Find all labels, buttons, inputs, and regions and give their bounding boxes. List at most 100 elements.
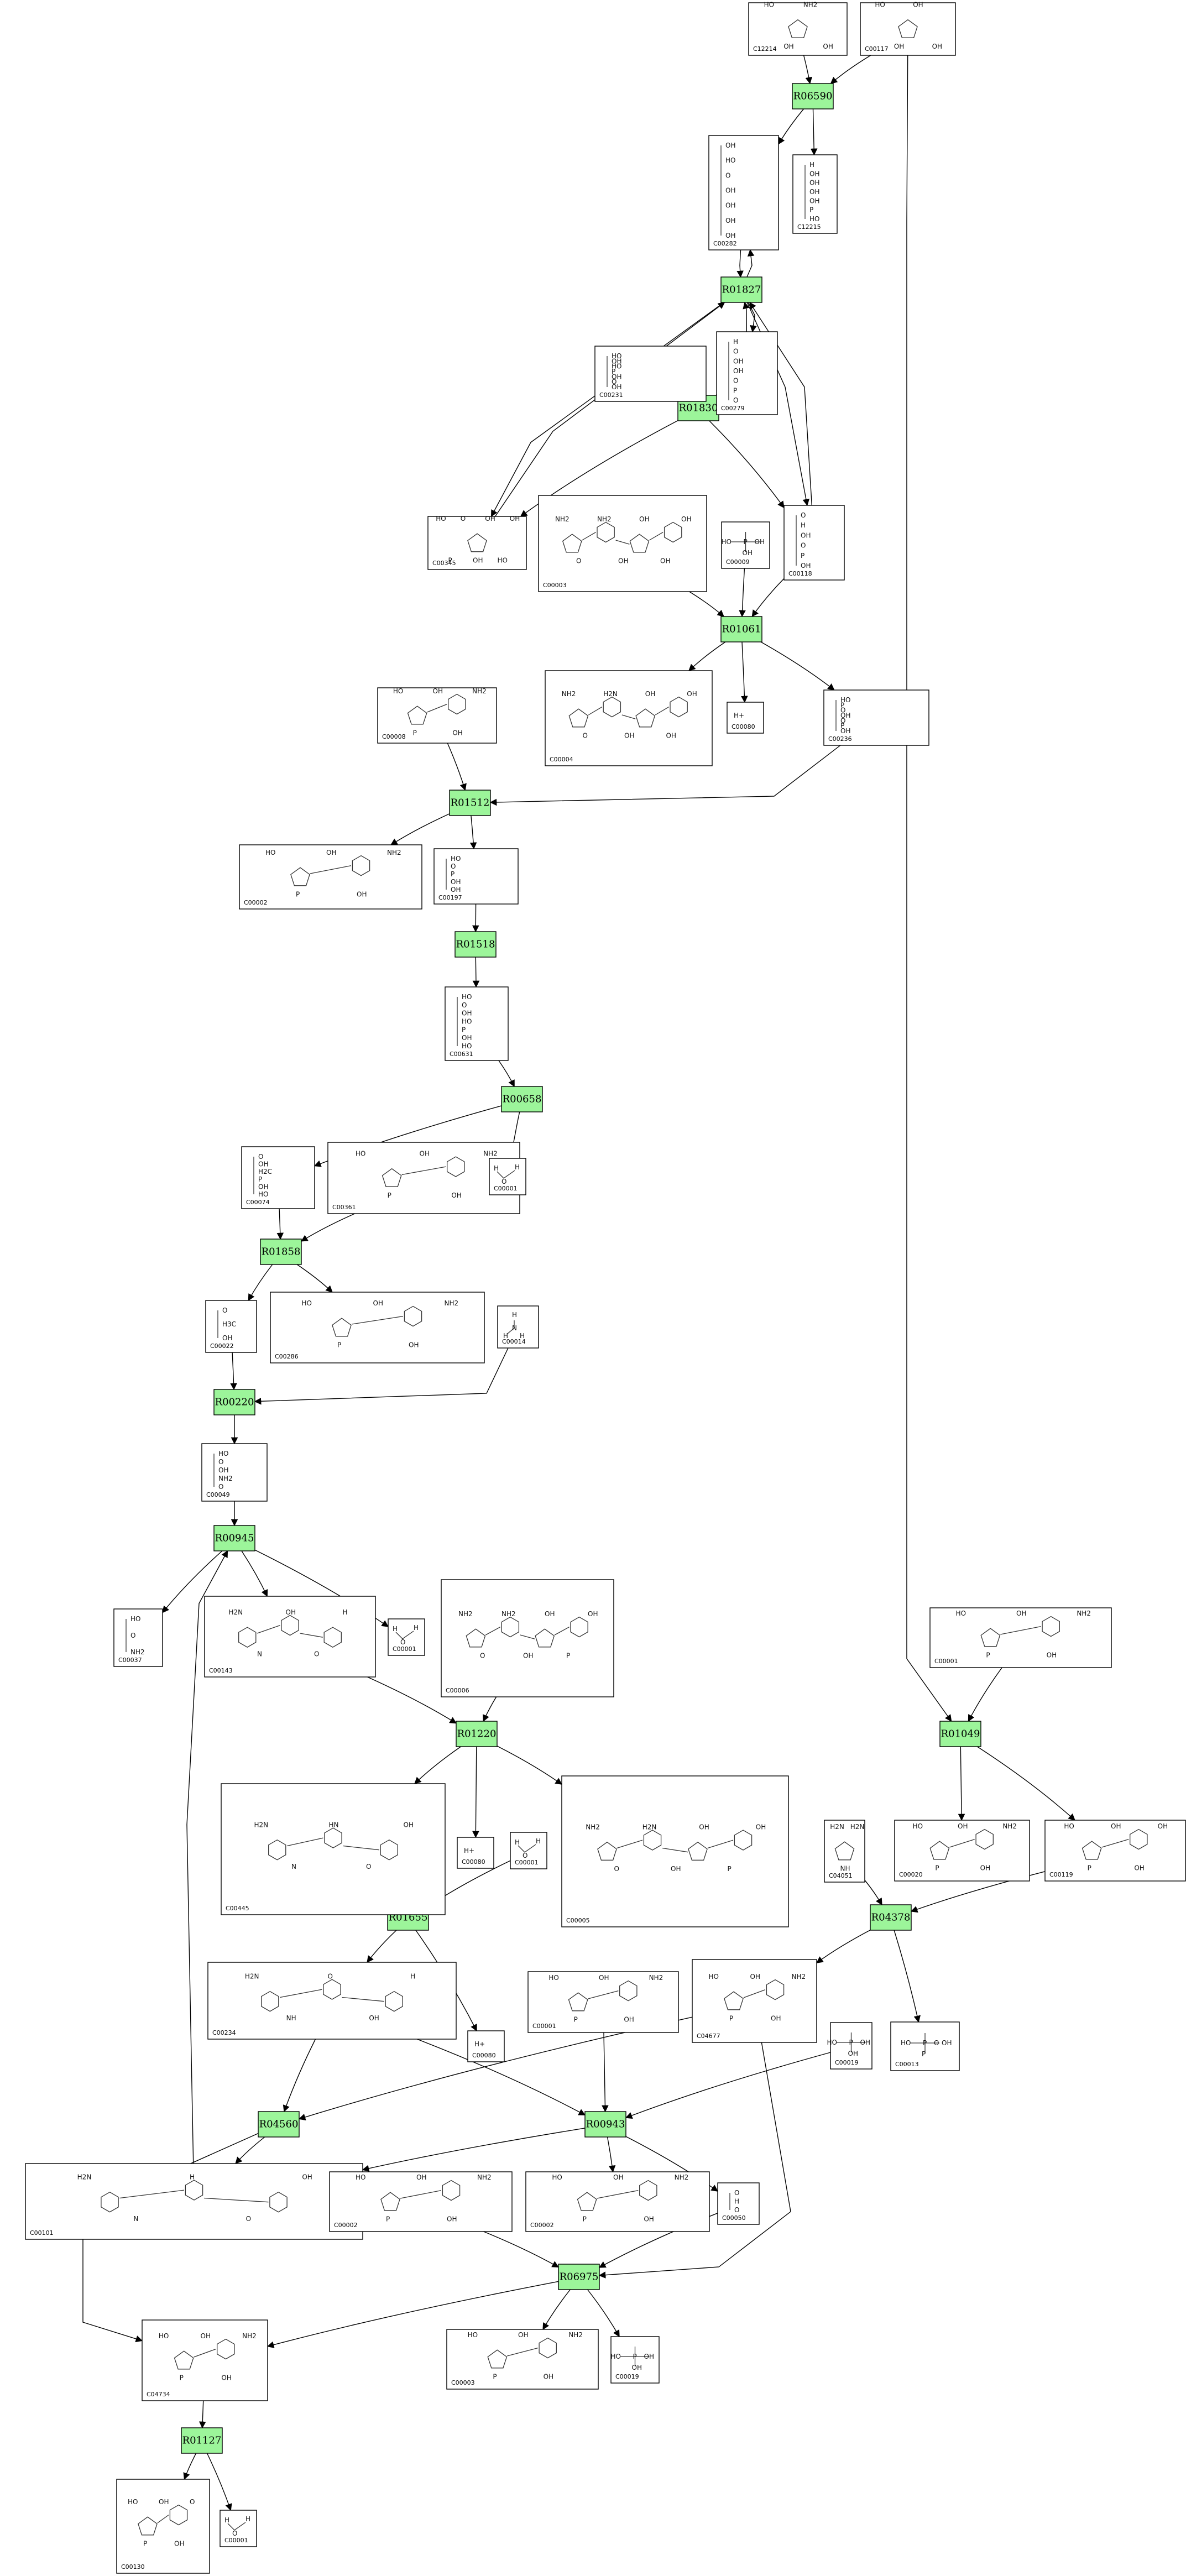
atom-label: N [133, 2215, 138, 2223]
edge-c00009-to-R01061 [739, 568, 746, 618]
atom-label: OH [452, 729, 462, 736]
reaction-r01518[interactable]: R01518 [454, 931, 497, 958]
reaction-r04560[interactable]: R04560 [258, 2111, 300, 2138]
reaction-r06590[interactable]: R06590 [792, 83, 834, 109]
atom-label: OH [302, 2173, 312, 2181]
reaction-r01061[interactable]: R01061 [720, 616, 762, 642]
atom-label: P [809, 206, 813, 214]
reaction-r06975[interactable]: R06975 [558, 2264, 600, 2290]
atom-label: P [143, 2540, 147, 2547]
reaction-r00220[interactable]: R00220 [213, 1389, 255, 1415]
atom-label: OH [485, 515, 495, 522]
atom-label: OH [894, 43, 904, 50]
compound-id: C00345 [432, 560, 456, 567]
compound-id: C00014 [502, 1338, 526, 1345]
compound-c00080[interactable]: H+C00080 [467, 2030, 505, 2062]
atom-label: NH2 [472, 687, 487, 695]
compound-id: C00002 [244, 899, 268, 906]
atom-label: OH [743, 549, 753, 557]
atom-label: HO [462, 1018, 472, 1026]
compound-id: C00119 [1049, 1871, 1073, 1878]
reaction-r04378[interactable]: R04378 [870, 1904, 912, 1931]
atom-label: P [922, 2050, 926, 2058]
ring [568, 1992, 588, 2011]
atom-label: N [257, 1650, 262, 1658]
atom-label: H2N [830, 1823, 844, 1831]
atom-label: HO [764, 1, 774, 8]
compound-box [823, 689, 929, 746]
reaction-r00943[interactable]: R00943 [584, 2111, 626, 2138]
reaction-r01049[interactable]: R01049 [939, 1721, 981, 1747]
atom-label: OH [404, 1821, 414, 1828]
reaction-label: R00658 [503, 1094, 542, 1105]
atom-label: HO [356, 1149, 365, 1157]
reaction-r00658[interactable]: R00658 [501, 1086, 543, 1112]
edge-c00019-to-R00943 [625, 2052, 831, 2119]
edge-c00118-to-R01827 [749, 301, 812, 506]
atom-label: OH [326, 849, 336, 856]
reaction-r01827[interactable]: R01827 [720, 276, 762, 303]
atom-label: P [180, 2374, 184, 2381]
reaction-r01220[interactable]: R01220 [456, 1721, 498, 1747]
compound-id: C00234 [212, 2029, 236, 2036]
edge-c00118-to-R01061 [751, 578, 785, 618]
compound-c00080[interactable]: H+C00080 [727, 702, 764, 734]
reaction-r01512[interactable]: R01512 [449, 790, 491, 816]
atom-label: O [734, 2206, 739, 2214]
compound-c00080[interactable]: H+C00080 [457, 1837, 494, 1869]
reaction-r01127[interactable]: R01127 [181, 2427, 223, 2454]
reaction-box [454, 931, 497, 958]
bond [588, 707, 603, 715]
reaction-r00945[interactable]: R00945 [213, 1525, 255, 1551]
reaction-r01858[interactable]: R01858 [260, 1239, 302, 1265]
